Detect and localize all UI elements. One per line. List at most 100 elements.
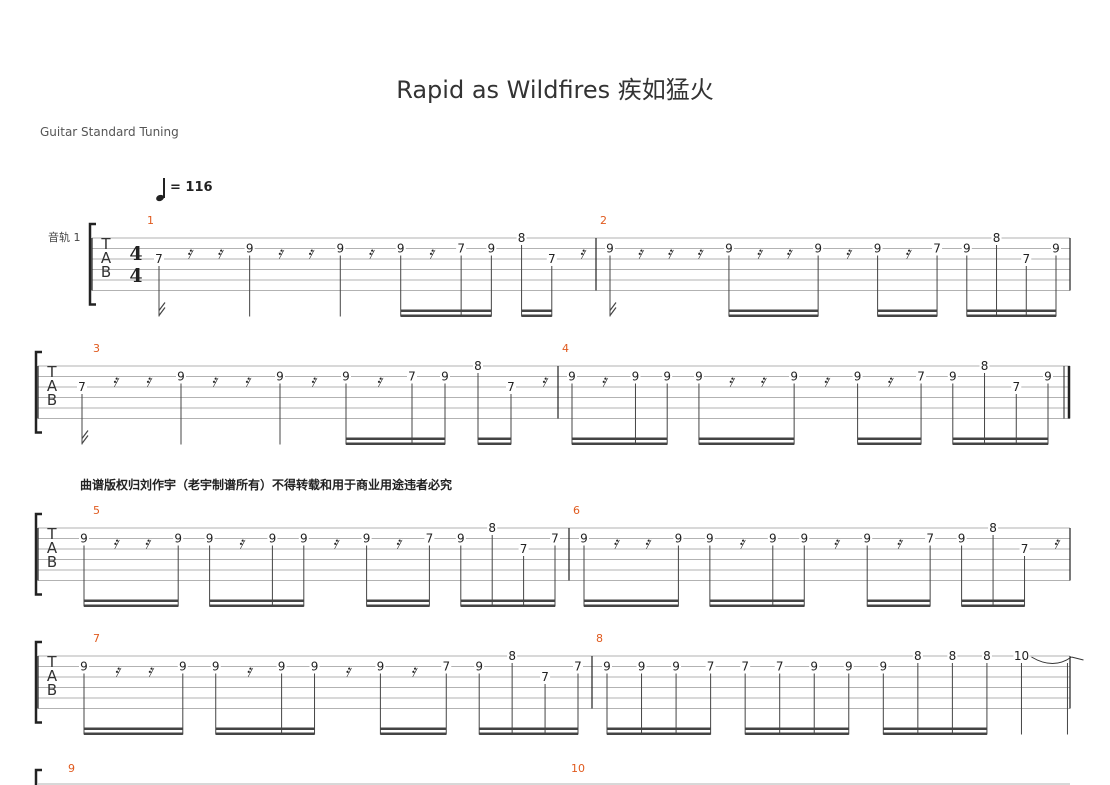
beam <box>366 604 430 607</box>
fret-number: 7 <box>926 532 934 546</box>
fret-bg <box>276 660 287 673</box>
system-bracket <box>88 222 96 306</box>
fret-bg <box>507 650 518 662</box>
sixteenth-rest: 𝄿 <box>541 372 549 392</box>
beam <box>607 727 711 730</box>
fret-number: 7 <box>442 660 450 674</box>
tie-curve <box>1031 656 1072 664</box>
fret-number: 9 <box>1052 242 1060 256</box>
fret-bg <box>991 232 1002 244</box>
sixteenth-rest: 𝄿 <box>345 662 353 682</box>
beam <box>698 442 795 445</box>
fret-number: 7 <box>1021 542 1029 556</box>
measure-number: 8 <box>596 632 603 645</box>
fret-bg <box>550 532 560 545</box>
fret-number: 7 <box>1012 380 1020 394</box>
fret-number: 9 <box>695 370 703 384</box>
fret-number: 9 <box>269 532 277 546</box>
sixteenth-rest: 𝄿 <box>368 244 376 264</box>
fret-number: 9 <box>879 660 887 674</box>
fret-number: 9 <box>363 532 371 546</box>
fret-number: 8 <box>474 359 482 373</box>
fret-number: 7 <box>78 380 86 394</box>
fret-number: 7 <box>574 660 582 674</box>
sixteenth-rest: 𝄿 <box>845 244 853 264</box>
tab-letter: B <box>47 681 57 699</box>
fret-number: 9 <box>1044 370 1052 384</box>
fret-bg <box>1021 253 1032 265</box>
fret-number: 9 <box>246 242 254 256</box>
tab-letter: B <box>101 263 111 281</box>
sixteenth-rest: 𝄿 <box>760 372 768 392</box>
fret-bg <box>518 543 529 555</box>
beam <box>478 437 511 440</box>
fret-number: 9 <box>603 660 611 674</box>
measure-number: 5 <box>93 504 100 517</box>
fret-number: 9 <box>874 242 882 256</box>
fret-bg <box>979 360 990 372</box>
fret-number: 9 <box>336 242 344 256</box>
fret-number: 9 <box>663 370 671 384</box>
fret-number: 7 <box>1022 252 1030 266</box>
beam <box>966 309 1056 312</box>
tab-letter: A <box>101 249 112 267</box>
track-label: 音轨 1 <box>48 231 81 244</box>
fret-bg <box>774 660 785 673</box>
fret-number: 9 <box>706 532 714 546</box>
fret-number: 9 <box>80 660 88 674</box>
fret-number: 9 <box>632 370 640 384</box>
measure-number: 1 <box>147 214 154 227</box>
beam <box>479 732 578 735</box>
fret-bg <box>335 242 346 255</box>
fret-number: 9 <box>949 370 957 384</box>
fret-bg <box>79 532 89 545</box>
fret-number: 9 <box>212 660 220 674</box>
beam <box>460 604 555 607</box>
fret-bg <box>862 532 873 545</box>
fret-bg <box>809 660 820 673</box>
beam <box>867 599 931 602</box>
beam <box>709 604 805 607</box>
fret-number: 9 <box>963 242 971 256</box>
beam <box>346 437 445 440</box>
fret-number: 9 <box>311 660 319 674</box>
fret-bg <box>704 532 715 545</box>
fret-number: 8 <box>949 649 957 663</box>
eighth-rest: 𝄿 <box>145 372 153 392</box>
fret-number: 7 <box>520 542 528 556</box>
sixteenth-rest: 𝄿 <box>395 534 403 554</box>
beam <box>346 442 445 445</box>
sixteenth-rest: 𝄿 <box>833 534 841 554</box>
fret-number: 8 <box>989 521 997 535</box>
beam <box>478 442 511 445</box>
system-bracket <box>34 350 42 434</box>
fret-number: 9 <box>276 370 284 384</box>
fret-bg <box>912 650 923 662</box>
fret-bg <box>602 660 612 673</box>
fret-bg <box>961 242 972 255</box>
sixteenth-rest: 𝄿 <box>697 244 705 264</box>
beam <box>952 442 1048 445</box>
fret-bg <box>546 253 557 265</box>
fret-bg <box>361 532 372 545</box>
fret-number: 9 <box>457 532 465 546</box>
beam <box>400 309 492 312</box>
beam <box>460 599 555 602</box>
beam <box>84 727 183 730</box>
fret-bg <box>671 660 682 673</box>
fret-number: 9 <box>845 660 853 674</box>
fret-bg <box>176 370 186 383</box>
beam <box>84 604 179 607</box>
sixteenth-rest: 𝄿 <box>428 244 436 264</box>
sixteenth-rest: 𝄿 <box>823 372 831 392</box>
fret-number: 7 <box>507 380 515 394</box>
sixteenth-rest: 𝄿 <box>187 244 195 264</box>
beam <box>521 309 552 312</box>
fret-number: 8 <box>518 231 526 245</box>
fret-bg <box>1019 543 1030 555</box>
beam <box>745 727 849 730</box>
fret-number: 7 <box>408 370 416 384</box>
fret-bg <box>516 232 527 244</box>
fret-number: 7 <box>541 670 549 684</box>
fret-bg <box>988 522 999 534</box>
